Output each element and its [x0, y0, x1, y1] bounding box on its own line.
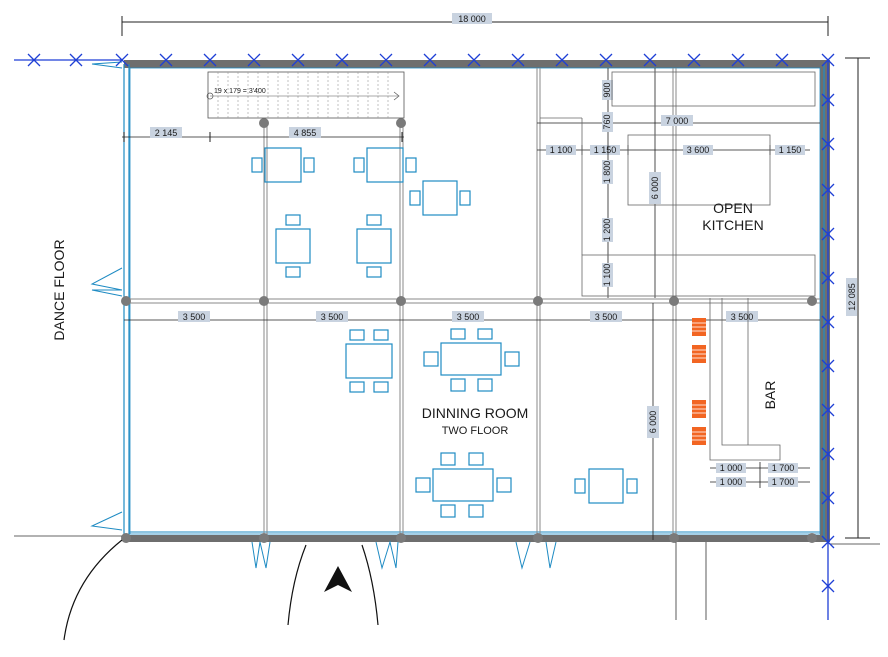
- outer-walls: [123, 60, 830, 542]
- chair: [366, 214, 382, 226]
- dim-1150-h1: 1 150: [594, 145, 617, 155]
- chair: [405, 157, 417, 173]
- staircase: 19 x 179 = 3'400: [206, 71, 405, 119]
- dim-7000: 7 000: [666, 116, 689, 126]
- overall-height-label: 12 085: [847, 283, 857, 311]
- table: [366, 147, 404, 183]
- dim-3600: 3 600: [687, 145, 710, 155]
- table: [432, 468, 494, 502]
- chair: [496, 477, 512, 493]
- open-kitchen-area: 7 000 1 100 1 150 3 600 1 150 900 760 1 …: [537, 68, 820, 298]
- bar-label: BAR: [762, 381, 778, 410]
- column-nodes: [121, 118, 817, 543]
- chair: [440, 504, 456, 518]
- table: [264, 147, 302, 183]
- site-lines: [14, 535, 880, 620]
- table: [422, 180, 458, 216]
- dim-1150-h2: 1 150: [779, 145, 802, 155]
- chair: [409, 190, 421, 206]
- chair: [504, 351, 520, 367]
- bar-stool: [691, 344, 707, 364]
- chair: [468, 504, 484, 518]
- open-kitchen-label-2: KITCHEN: [702, 217, 763, 233]
- chair: [450, 378, 466, 392]
- chair: [574, 478, 586, 494]
- chair: [373, 381, 389, 393]
- chair: [477, 378, 493, 392]
- table: [588, 468, 624, 504]
- chair: [373, 329, 389, 341]
- door-swings: [90, 61, 557, 570]
- overall-height-dimension: 12 085: [845, 57, 870, 539]
- span-4: 3 500: [595, 312, 618, 322]
- chair: [366, 266, 382, 278]
- dim-1200: 1 200: [602, 219, 612, 242]
- dim-760: 760: [602, 114, 612, 129]
- stair-note: 19 x 179 = 3'400: [214, 88, 266, 95]
- dim-1100-v: 1 100: [602, 264, 612, 287]
- span-1: 3 500: [183, 312, 206, 322]
- chair: [459, 190, 471, 206]
- dim-1100-h: 1 100: [550, 145, 573, 155]
- overall-width-dimension: 18 000: [121, 13, 829, 36]
- chair: [285, 214, 301, 226]
- span-2: 3 500: [321, 312, 344, 322]
- dim-6000-dining: 6 000: [648, 411, 658, 434]
- overall-width-label: 18 000: [458, 14, 486, 24]
- chair: [303, 157, 315, 173]
- bar-stool: [691, 426, 707, 446]
- chair: [285, 266, 301, 278]
- table: [440, 342, 502, 376]
- bar-stool: [691, 399, 707, 419]
- upper-dining-furniture: [251, 147, 471, 278]
- chair: [349, 329, 365, 341]
- chair: [468, 452, 484, 466]
- table: [275, 228, 311, 264]
- dim-6000-kitchen: 6 000: [650, 177, 660, 200]
- dining-room-sub-label: TWO FLOOR: [442, 425, 509, 437]
- span-3: 3 500: [457, 312, 480, 322]
- chair: [353, 157, 365, 173]
- chair: [251, 157, 263, 173]
- reference-markers: [14, 53, 835, 620]
- dim-1800: 1 800: [602, 161, 612, 184]
- dim-900: 900: [602, 82, 612, 97]
- chair: [415, 477, 431, 493]
- chair: [440, 452, 456, 466]
- grid-span-dimensions: 3 500 3 500 3 500 3 500 3 500: [124, 311, 820, 322]
- chair: [423, 351, 439, 367]
- dining-depth-dimension: 6 000: [647, 303, 659, 540]
- chair: [477, 328, 493, 340]
- open-kitchen-label-1: OPEN: [713, 200, 753, 216]
- chair: [450, 328, 466, 340]
- span-5: 3 500: [731, 312, 754, 322]
- dining-room-furniture: [345, 328, 638, 518]
- dim-4855: 4 855: [294, 128, 317, 138]
- bar-dim-1000-a: 1 000: [720, 463, 743, 473]
- dance-floor-label: DANCE FLOOR: [51, 239, 67, 340]
- bar-dim-1700-a: 1 700: [772, 463, 795, 473]
- bar-area: BAR 1 000 1 700 1 000 1 700: [691, 298, 810, 488]
- bar-dim-1000-b: 1 000: [720, 477, 743, 487]
- top-room-dimensions: 2 145 4 855: [122, 127, 404, 142]
- dining-room-label: DINNING ROOM: [422, 405, 529, 421]
- door-arcs: [63, 539, 379, 641]
- bar-stool: [691, 317, 707, 337]
- table: [345, 343, 393, 379]
- chair: [626, 478, 638, 494]
- table: [356, 228, 392, 264]
- dim-2145: 2 145: [155, 128, 178, 138]
- dining-room-labels: DINNING ROOM TWO FLOOR: [422, 405, 529, 437]
- chair: [349, 381, 365, 393]
- north-arrow-icon: [324, 566, 352, 592]
- bar-dim-1700-b: 1 700: [772, 477, 795, 487]
